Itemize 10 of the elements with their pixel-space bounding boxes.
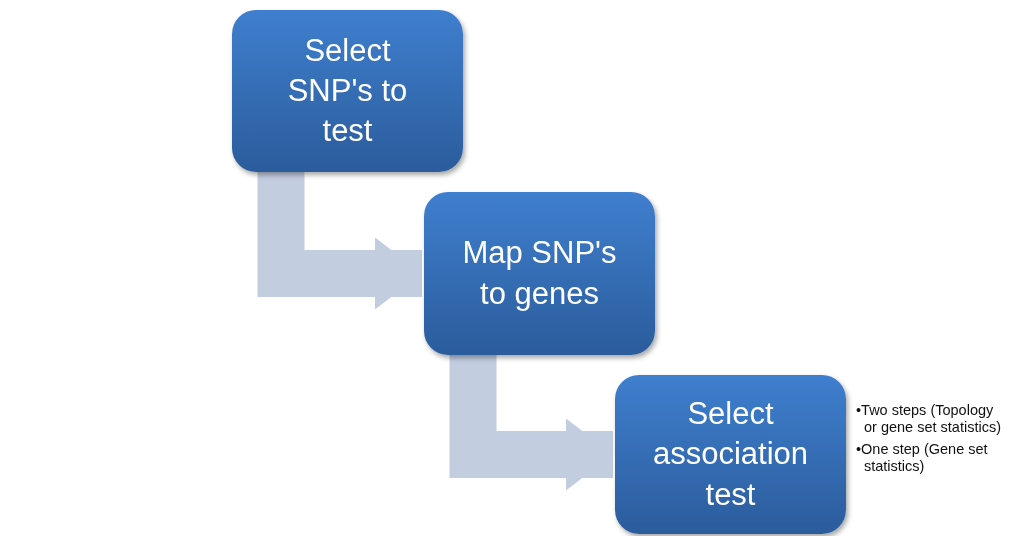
bent-arrow xyxy=(257,172,422,310)
process-box xyxy=(424,192,655,355)
box-label: Map SNP's to genes xyxy=(461,234,618,313)
process-box xyxy=(615,375,846,534)
process-box xyxy=(232,10,463,172)
bullet-note: •Two steps (Topology or gene set statistics) xyxy=(856,402,1002,437)
bullet-note: •One step (Gene set statistics) xyxy=(856,440,989,476)
bent-arrow xyxy=(449,355,613,491)
box-label: Select SNP's to test xyxy=(286,31,409,151)
box-label: Select association test xyxy=(651,395,810,514)
